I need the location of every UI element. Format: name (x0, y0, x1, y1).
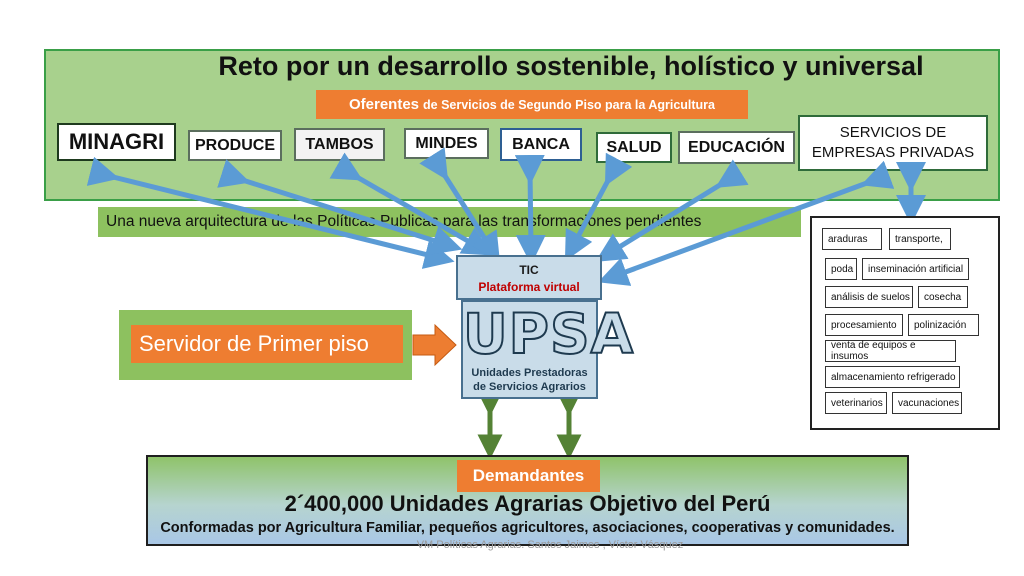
service-cosecha: cosecha (918, 286, 968, 308)
tic-box: TIC Plataforma virtual (456, 255, 602, 300)
service-almacenamiento: almacenamiento refrigerado (825, 366, 960, 388)
service-poda: poda (825, 258, 857, 280)
servicios-line2: EMPRESAS PRIVADAS (811, 144, 975, 161)
upsa-box: UPSA Unidades Prestadoras de Servicios A… (461, 300, 635, 399)
bottom-title: 2´400,000 Unidades Agrarias Objetivo del… (284, 491, 771, 516)
upsa-subtitle: Unidades Prestadoras de Servicios Agrari… (463, 366, 596, 394)
oferentes-rest: de Servicios de Segundo Piso para la Agr… (423, 97, 715, 112)
servicios-line1: SERVICIOS DE (839, 124, 947, 141)
service-analisis: análisis de suelos (825, 286, 913, 308)
service-venta: venta de equipos e insumos (825, 340, 956, 362)
demandantes-label: Demandantes (457, 460, 600, 492)
arrow-salud (564, 152, 633, 262)
servicios-privados-box: SERVICIOS DE EMPRESAS PRIVADAS (798, 115, 988, 171)
educacion-box: EDUCACIÓN (678, 131, 795, 164)
service-procesamiento: procesamiento (825, 314, 903, 336)
servidor-label: Servidor de Primer piso (131, 325, 403, 363)
oferentes-lead: Oferentes (348, 96, 420, 113)
arrow-servidor-upsa (412, 323, 457, 367)
arrow-banca (514, 154, 546, 265)
service-transporte: transporte, (889, 228, 951, 250)
tic-plataforma: Plataforma virtual (478, 280, 580, 294)
service-araduras: araduras (822, 228, 882, 250)
services-list-box: araduras transporte, poda inseminación a… (810, 216, 1000, 430)
upsa-logo: UPSA (462, 302, 635, 366)
footer: VM Políticas Agrarias. Santos Jaimes , V… (416, 539, 684, 551)
oferentes-banner: Oferentes de Servicios de Segundo Piso p… (316, 90, 748, 119)
service-polinizacion: polinización (908, 314, 979, 336)
arrow-mindes (419, 147, 501, 263)
tic-label: TIC (519, 263, 539, 277)
upsa-line2: de Servicios Agrarios (473, 381, 586, 393)
arrow-servicios (597, 160, 895, 286)
bottom-subtitle: Conformadas por Agricultura Familiar, pe… (160, 520, 895, 536)
service-veterinarios: veterinarios (825, 392, 887, 414)
upsa-line1: Unidades Prestadoras (471, 367, 588, 379)
service-inseminacion: inseminación artificial (862, 258, 969, 280)
service-vacunaciones: vacunaciones (892, 392, 962, 414)
main-title: Reto por un desarrollo sostenible, holís… (218, 51, 924, 81)
